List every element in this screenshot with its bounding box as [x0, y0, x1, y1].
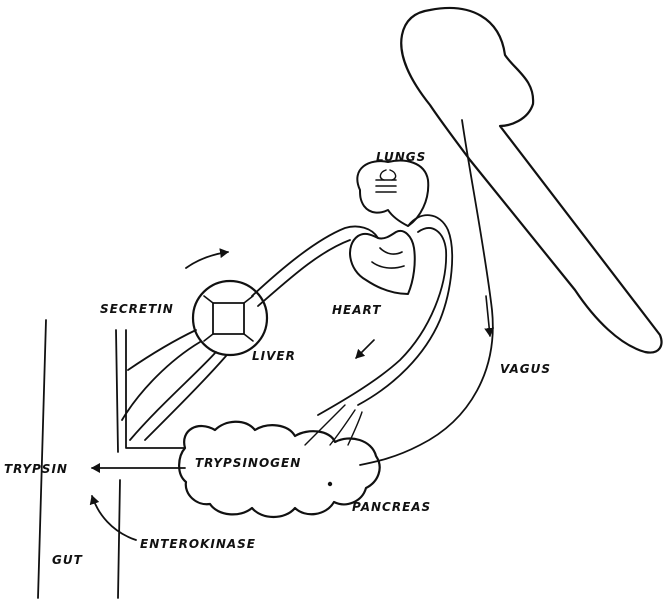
- vagus-label: VAGUS: [500, 362, 551, 376]
- vagus-nerve: [360, 120, 493, 465]
- trypsinogen-label: TRYPSINOGEN: [195, 456, 301, 470]
- trypsin-label: TRYPSIN: [4, 462, 68, 476]
- brain-shape: [401, 8, 661, 353]
- enterokinase-label: ENTEROKINASE: [140, 537, 256, 551]
- blood-vessels: [252, 215, 452, 445]
- lungs-organ: [357, 161, 428, 226]
- portal-vessels: [122, 330, 226, 448]
- gut-label: GUT: [52, 553, 83, 567]
- liver-organ: [186, 252, 267, 355]
- heart-organ: [350, 231, 415, 294]
- pancreas-dot: [328, 482, 332, 486]
- heart-label: HEART: [332, 303, 381, 317]
- liver-label: LIVER: [252, 349, 296, 363]
- secretin-label: SECRETIN: [100, 302, 174, 316]
- lungs-label: LUNGS: [376, 150, 426, 164]
- pancreas-label: PANCREAS: [352, 500, 431, 514]
